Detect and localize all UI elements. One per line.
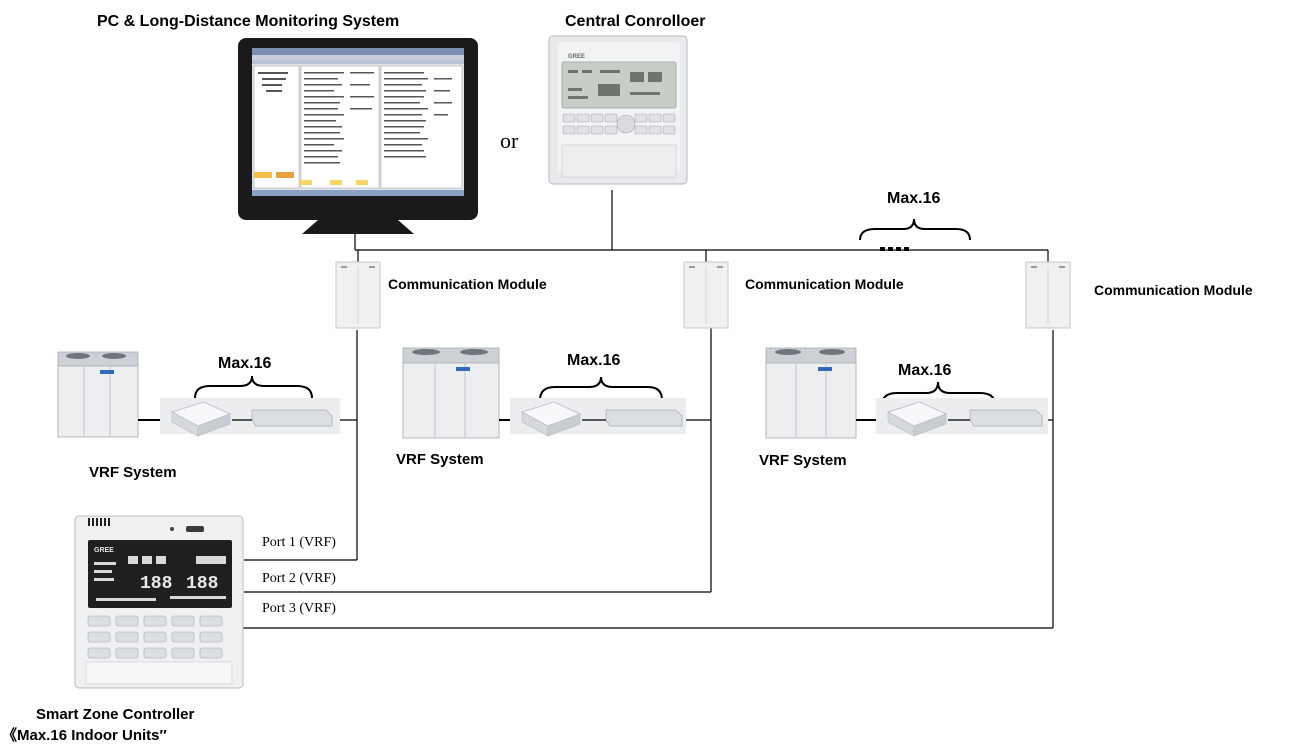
central-controller-title: Central Conrolloer	[565, 13, 706, 30]
max-indoor-label-2: Max.16	[567, 352, 621, 369]
indoor-units-strip-2	[510, 398, 686, 437]
ellipsis-dots	[880, 247, 909, 251]
outdoor-unit-icon-3	[765, 347, 857, 439]
or-text: or	[500, 128, 519, 153]
vrf-system-label-2: VRF System	[396, 451, 484, 468]
max-communication-modules-label: Max.16	[887, 190, 941, 207]
svg-text:GREE: GREE	[568, 54, 585, 60]
outdoor-unit-icon-2	[402, 347, 500, 439]
bracket-indoor-3	[881, 381, 996, 406]
port-3-label: Port 3 (VRF)	[262, 601, 336, 616]
communication-module-label-2: Communication Module	[745, 276, 904, 292]
port-1-label: Port 1 (VRF)	[262, 535, 336, 550]
wiring-lines	[90, 190, 1054, 629]
pc-monitoring-title: PC & Long-Distance Monitoring System	[97, 13, 400, 30]
communication-module-label-1: Communication Module	[388, 276, 547, 292]
communication-module-icon-2	[683, 261, 729, 329]
communication-module-label-3: Communication Module	[1094, 282, 1253, 298]
max-indoor-label-1: Max.16	[218, 355, 272, 372]
communication-module-icon-1	[335, 261, 381, 329]
indoor-units-strip-1	[160, 398, 340, 437]
indoor-units-strip-3	[876, 398, 1048, 437]
port-2-label: Port 2 (VRF)	[262, 571, 336, 586]
central-controller-icon: GREE	[548, 35, 688, 185]
smart-zone-controller-title: Smart Zone Controller	[36, 706, 195, 723]
vrf-system-label-1: VRF System	[89, 464, 177, 481]
outdoor-unit-icon-1	[57, 351, 139, 438]
brand-logo-text: GREE	[94, 547, 114, 554]
bracket-top	[859, 218, 971, 241]
bracket-indoor-2	[539, 376, 663, 401]
vrf-system-label-3: VRF System	[759, 452, 847, 469]
screen-digits-right: 188	[186, 574, 218, 594]
screen-digits-left: 188	[140, 574, 172, 594]
max-indoor-label-3: Max.16	[898, 362, 952, 379]
pc-monitor-icon	[238, 38, 478, 234]
bracket-indoor-1	[194, 375, 313, 399]
communication-module-icon-3	[1025, 261, 1071, 329]
smart-zone-controller-icon: GREE 188 188	[74, 515, 244, 689]
smart-zone-controller-subtitle: 《Max.16 Indoor Units″	[2, 727, 167, 744]
